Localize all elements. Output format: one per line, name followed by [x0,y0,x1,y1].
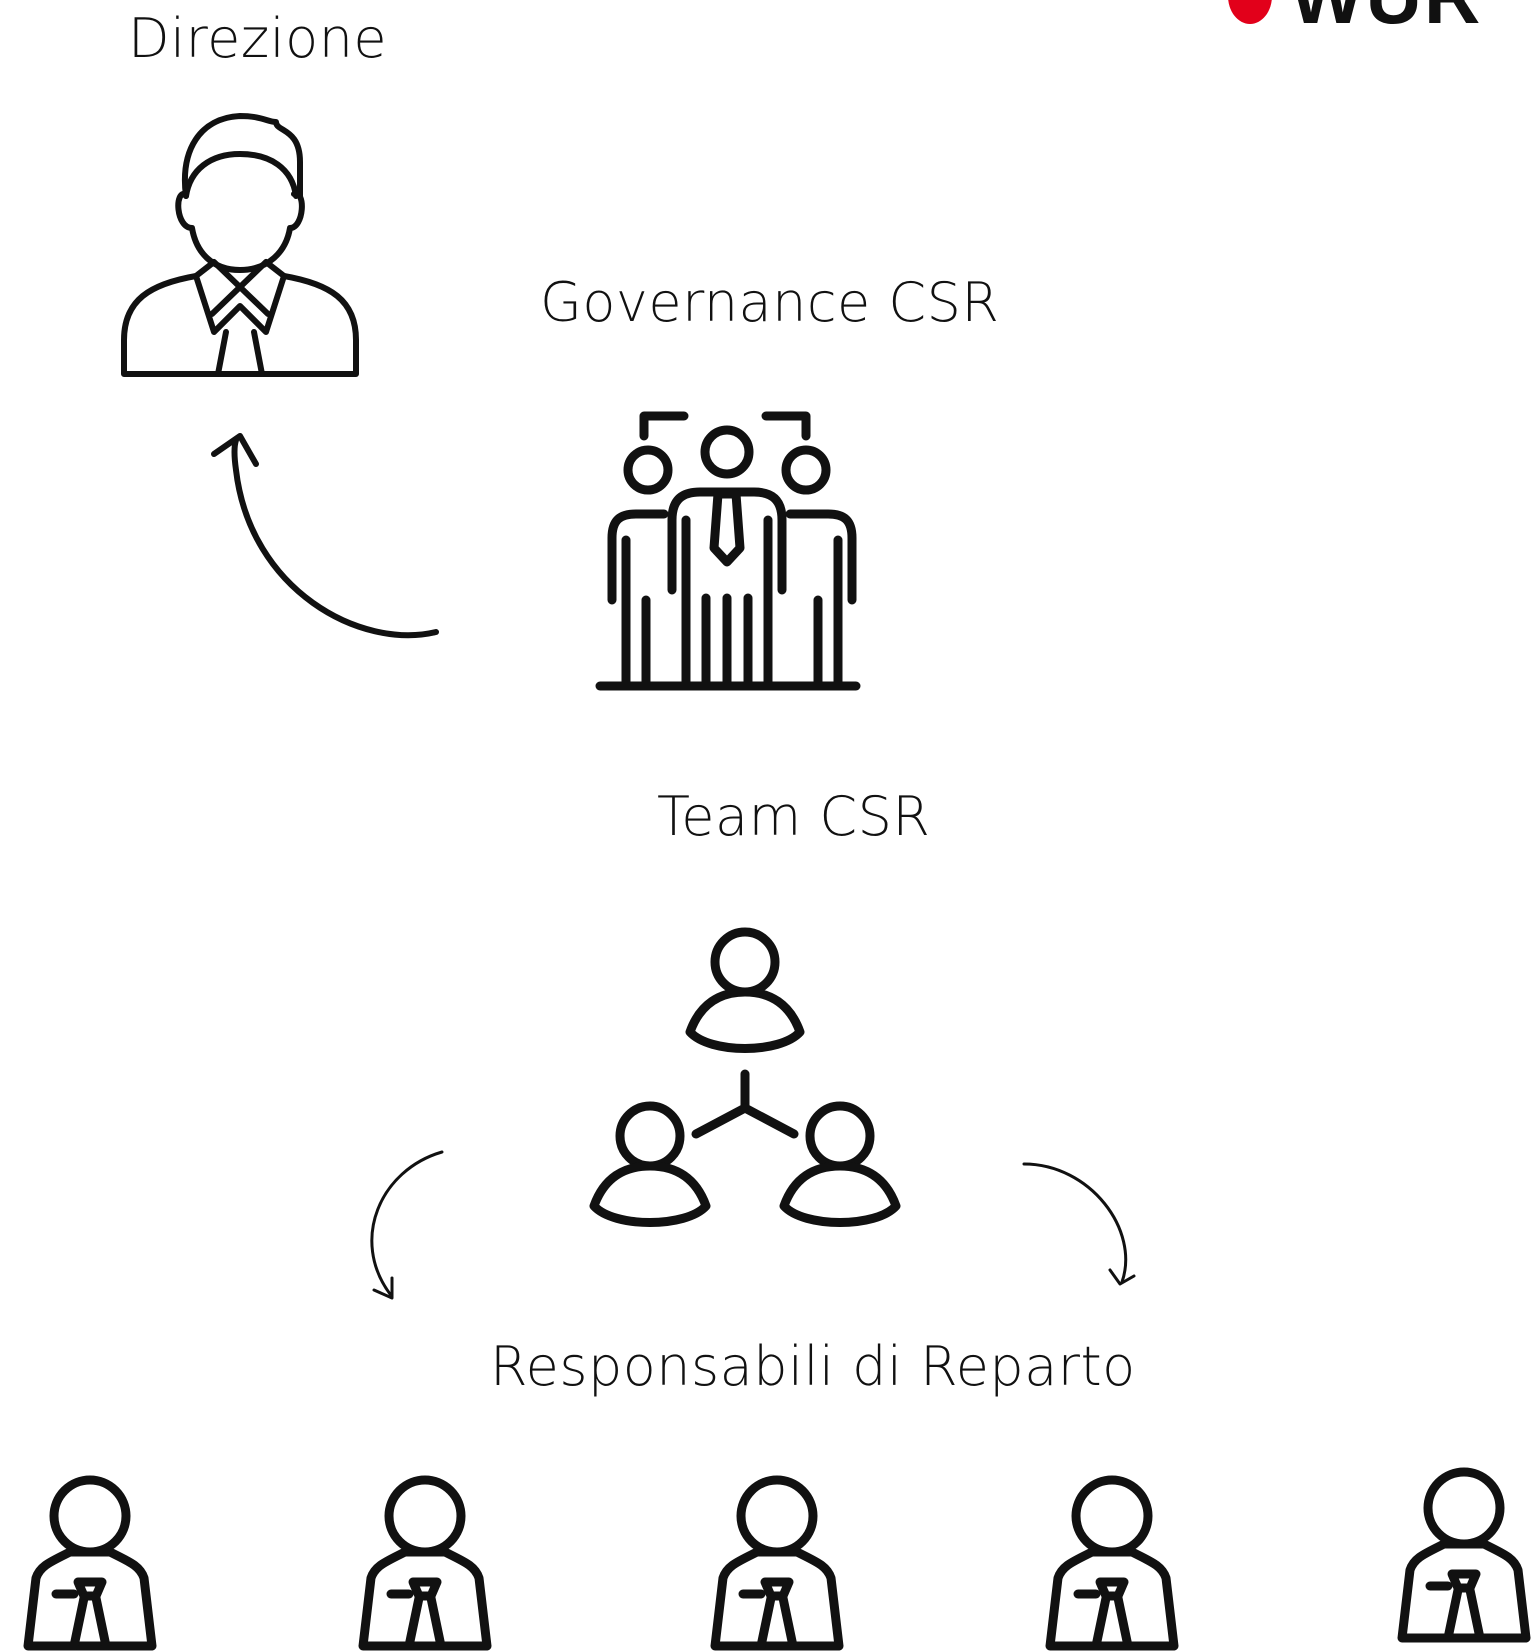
direzione-label: Direzione [128,7,388,70]
employee-tie-icon [1397,1467,1531,1643]
employee-tie-icon [710,1475,844,1651]
team-group-icon [595,411,861,691]
employee-tie-icon [23,1475,157,1651]
arrow-to-reparto-left [370,1150,444,1300]
governance-label: Governance CSR [540,271,1000,334]
employee-tie-icon [1045,1475,1179,1651]
logo-text: WÜR [1290,0,1482,42]
employee-row [23,1467,1531,1651]
executive-person-icon [121,113,359,377]
network-people-icon [589,927,901,1227]
reparto-label: Responsabili di Reparto [490,1335,1136,1398]
team-label: Team CSR [657,785,931,848]
company-logo: WÜR [1228,0,1482,40]
arrow-to-direzione [211,433,439,639]
arrow-to-reparto-right [1022,1162,1136,1286]
employee-tie-icon [358,1475,492,1651]
